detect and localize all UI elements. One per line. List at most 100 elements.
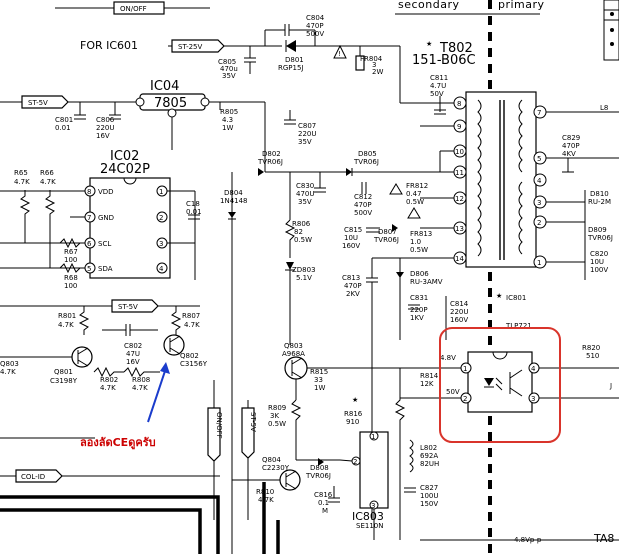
c829-capacitor: C829 470P 4KV	[562, 134, 580, 173]
svg-text:R65: R65	[14, 169, 28, 177]
svg-text:24C02P: 24C02P	[100, 162, 150, 177]
r814-resistor: R814 12K	[394, 368, 439, 540]
svg-text:D810: D810	[590, 190, 609, 198]
svg-text:L802: L802	[420, 444, 437, 452]
svg-text:220U: 220U	[298, 130, 316, 138]
svg-text:C3198Y: C3198Y	[50, 377, 78, 385]
svg-text:3K: 3K	[270, 412, 279, 420]
svg-text:R66: R66	[40, 169, 54, 177]
svg-text:D801: D801	[285, 56, 304, 64]
svg-text:470u: 470u	[220, 65, 238, 73]
svg-text:D804: D804	[224, 189, 243, 197]
svg-text:C811: C811	[430, 74, 448, 82]
svg-text:IC801: IC801	[506, 294, 526, 302]
svg-text:0.01: 0.01	[186, 208, 202, 216]
svg-text:R802: R802	[100, 376, 118, 384]
svg-text:R807: R807	[182, 312, 200, 320]
svg-text:Q804: Q804	[262, 456, 281, 464]
svg-text:470P: 470P	[344, 282, 362, 290]
svg-text:220U: 220U	[96, 124, 114, 132]
svg-text:0.5W: 0.5W	[410, 246, 428, 254]
svg-text:C827: C827	[420, 484, 438, 492]
c807-capacitor: C807 220U 35V	[264, 102, 316, 172]
c805-capacitor: C805 470u 35V	[218, 46, 256, 80]
d801-diode: D801 RGP15J	[265, 40, 400, 72]
svg-text:16V: 16V	[126, 358, 140, 366]
svg-text:SDA: SDA	[98, 265, 113, 273]
svg-text:L8: L8	[600, 104, 608, 112]
svg-text:C831: C831	[410, 294, 428, 302]
svg-text:151-B06C: 151-B06C	[412, 53, 476, 68]
svg-text:C807: C807	[298, 122, 316, 130]
d802-diode: D802 TVR06J	[257, 150, 283, 176]
svg-text:100: 100	[64, 282, 77, 290]
r805-resistor: R805 4.3 1W	[219, 102, 238, 132]
svg-text:10: 10	[455, 148, 464, 156]
svg-text:C813: C813	[342, 274, 360, 282]
svg-text:10U: 10U	[590, 258, 604, 266]
right-edge-components: L8 D810 RU-2M D809 TVR06J C820 10U 100V	[584, 104, 613, 280]
svg-text:TVR06J: TVR06J	[373, 236, 399, 244]
svg-text:IC04: IC04	[150, 79, 179, 94]
svg-text:4.8V: 4.8V	[440, 354, 456, 362]
svg-text:3: 3	[372, 61, 376, 69]
st5v-vertical-label: ST-5V	[241, 400, 257, 520]
c811-capacitor: C811 4.7U 50V	[430, 74, 448, 115]
svg-text:1: 1	[371, 433, 375, 441]
svg-text:SE110N: SE110N	[356, 522, 383, 530]
ic04-regulator: IC04 7805	[135, 79, 265, 125]
st5v-left-label: ST-5V	[0, 95, 140, 109]
svg-text:R805: R805	[220, 108, 238, 116]
q801-transistor: Q801 C3198Y	[0, 346, 93, 385]
c801-capacitor: C801 0.01	[55, 102, 86, 132]
fr812-fuse-resistor: FR812 0.47 0.5W	[389, 182, 428, 206]
d808-diode: D808 TVR06J	[305, 458, 331, 480]
svg-text:★: ★	[496, 292, 502, 300]
svg-text:6: 6	[87, 240, 92, 248]
thai-note-annotation: ลองลัดCEดูครับ	[80, 362, 170, 450]
svg-text:47U: 47U	[126, 350, 140, 358]
c802-capacitor: C802 47U 16V	[102, 324, 158, 366]
svg-text:82UH: 82UH	[420, 460, 439, 468]
c830-capacitor: C830 470U 35V	[296, 172, 326, 206]
svg-text:4KV: 4KV	[562, 150, 576, 158]
svg-text:SCL: SCL	[98, 240, 111, 248]
svg-text:C804: C804	[306, 14, 325, 22]
r65-resistor: R65 4.7K	[14, 169, 30, 243]
svg-text:12K: 12K	[420, 380, 434, 388]
svg-text:IC02: IC02	[110, 149, 139, 164]
svg-text:C830: C830	[296, 182, 314, 190]
svg-text:COL-ID: COL-ID	[21, 473, 45, 481]
primary-secondary-header: secondary primary	[395, 0, 544, 554]
svg-text:R67: R67	[64, 248, 78, 256]
svg-text:50V: 50V	[446, 388, 460, 396]
optocoupler-highlight	[439, 327, 561, 443]
right-panel-component	[603, 0, 619, 61]
svg-text:1W: 1W	[314, 384, 325, 392]
svg-text:100: 100	[64, 256, 77, 264]
svg-text:TLP721: TLP721	[505, 322, 532, 330]
d806-diode: D806 RU-3AMV	[396, 258, 443, 340]
svg-text:R68: R68	[64, 274, 78, 282]
svg-text:C806: C806	[96, 116, 115, 124]
svg-text:692A: 692A	[420, 452, 438, 460]
svg-text:160V: 160V	[450, 316, 468, 324]
svg-text:D806: D806	[410, 270, 429, 278]
svg-text:ZD803: ZD803	[292, 266, 316, 274]
top-on-off-label: ON/OFF	[55, 1, 210, 15]
r808-resistor: R808 4.7K	[123, 366, 160, 392]
bottom-right-labels: 4.8Vp-p TA8	[514, 532, 614, 545]
svg-text:35V: 35V	[298, 138, 312, 146]
svg-text:C829: C829	[562, 134, 580, 142]
svg-text:!: !	[338, 50, 341, 58]
svg-text:11: 11	[455, 169, 464, 177]
svg-text:35V: 35V	[298, 198, 312, 206]
svg-text:0.47: 0.47	[406, 190, 422, 198]
svg-text:910: 910	[346, 418, 359, 426]
svg-text:4.7K: 4.7K	[100, 384, 116, 392]
svg-text:5.1V: 5.1V	[296, 274, 312, 282]
svg-text:4: 4	[537, 177, 542, 185]
svg-text:500V: 500V	[354, 209, 372, 217]
zd803-zener: ZD803 5.1V	[285, 262, 316, 345]
thick-frame-lines	[0, 482, 619, 554]
